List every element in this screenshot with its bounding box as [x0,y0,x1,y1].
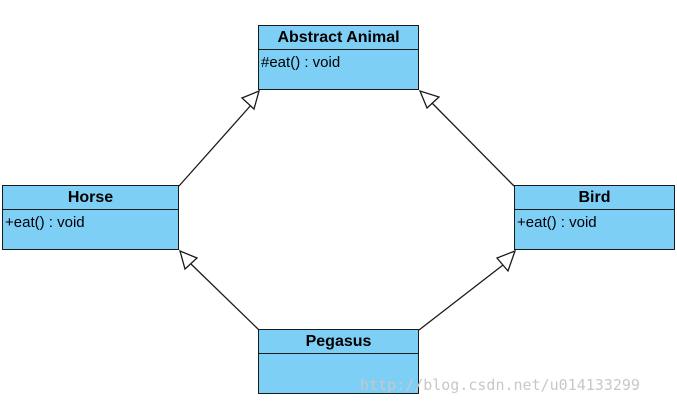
method-eat: #eat() : void [261,54,341,71]
class-bird[interactable]: Bird +eat() : void [514,185,675,250]
arrowhead-bird-to-animal [418,89,441,110]
class-members: +eat() : void [515,210,674,232]
watermark: http://blog.csdn.net/u014133299 [360,376,640,394]
method-eat: +eat() : void [5,214,85,231]
arrowhead-pegasus-to-bird [495,249,517,273]
class-name: Abstract Animal [259,26,418,50]
class-name: Pegasus [259,330,418,354]
class-members: +eat() : void [3,210,178,232]
class-pegasus[interactable]: Pegasus [258,329,419,394]
arrowhead-pegasus-to-horse [179,249,199,271]
class-members: #eat() : void [259,50,418,72]
class-name: Horse [3,186,178,210]
edge-pegasus-to-horse [190,263,260,331]
class-horse[interactable]: Horse +eat() : void [2,185,179,250]
method-eat: +eat() : void [517,214,597,231]
edge-horse-to-animal [178,103,253,187]
edge-bird-to-animal [431,102,515,187]
class-members [259,354,418,358]
edge-pegasus-to-bird [418,264,504,331]
arrowhead-horse-to-animal [240,89,260,111]
class-name: Bird [515,186,674,210]
class-abstract-animal[interactable]: Abstract Animal #eat() : void [258,25,419,90]
